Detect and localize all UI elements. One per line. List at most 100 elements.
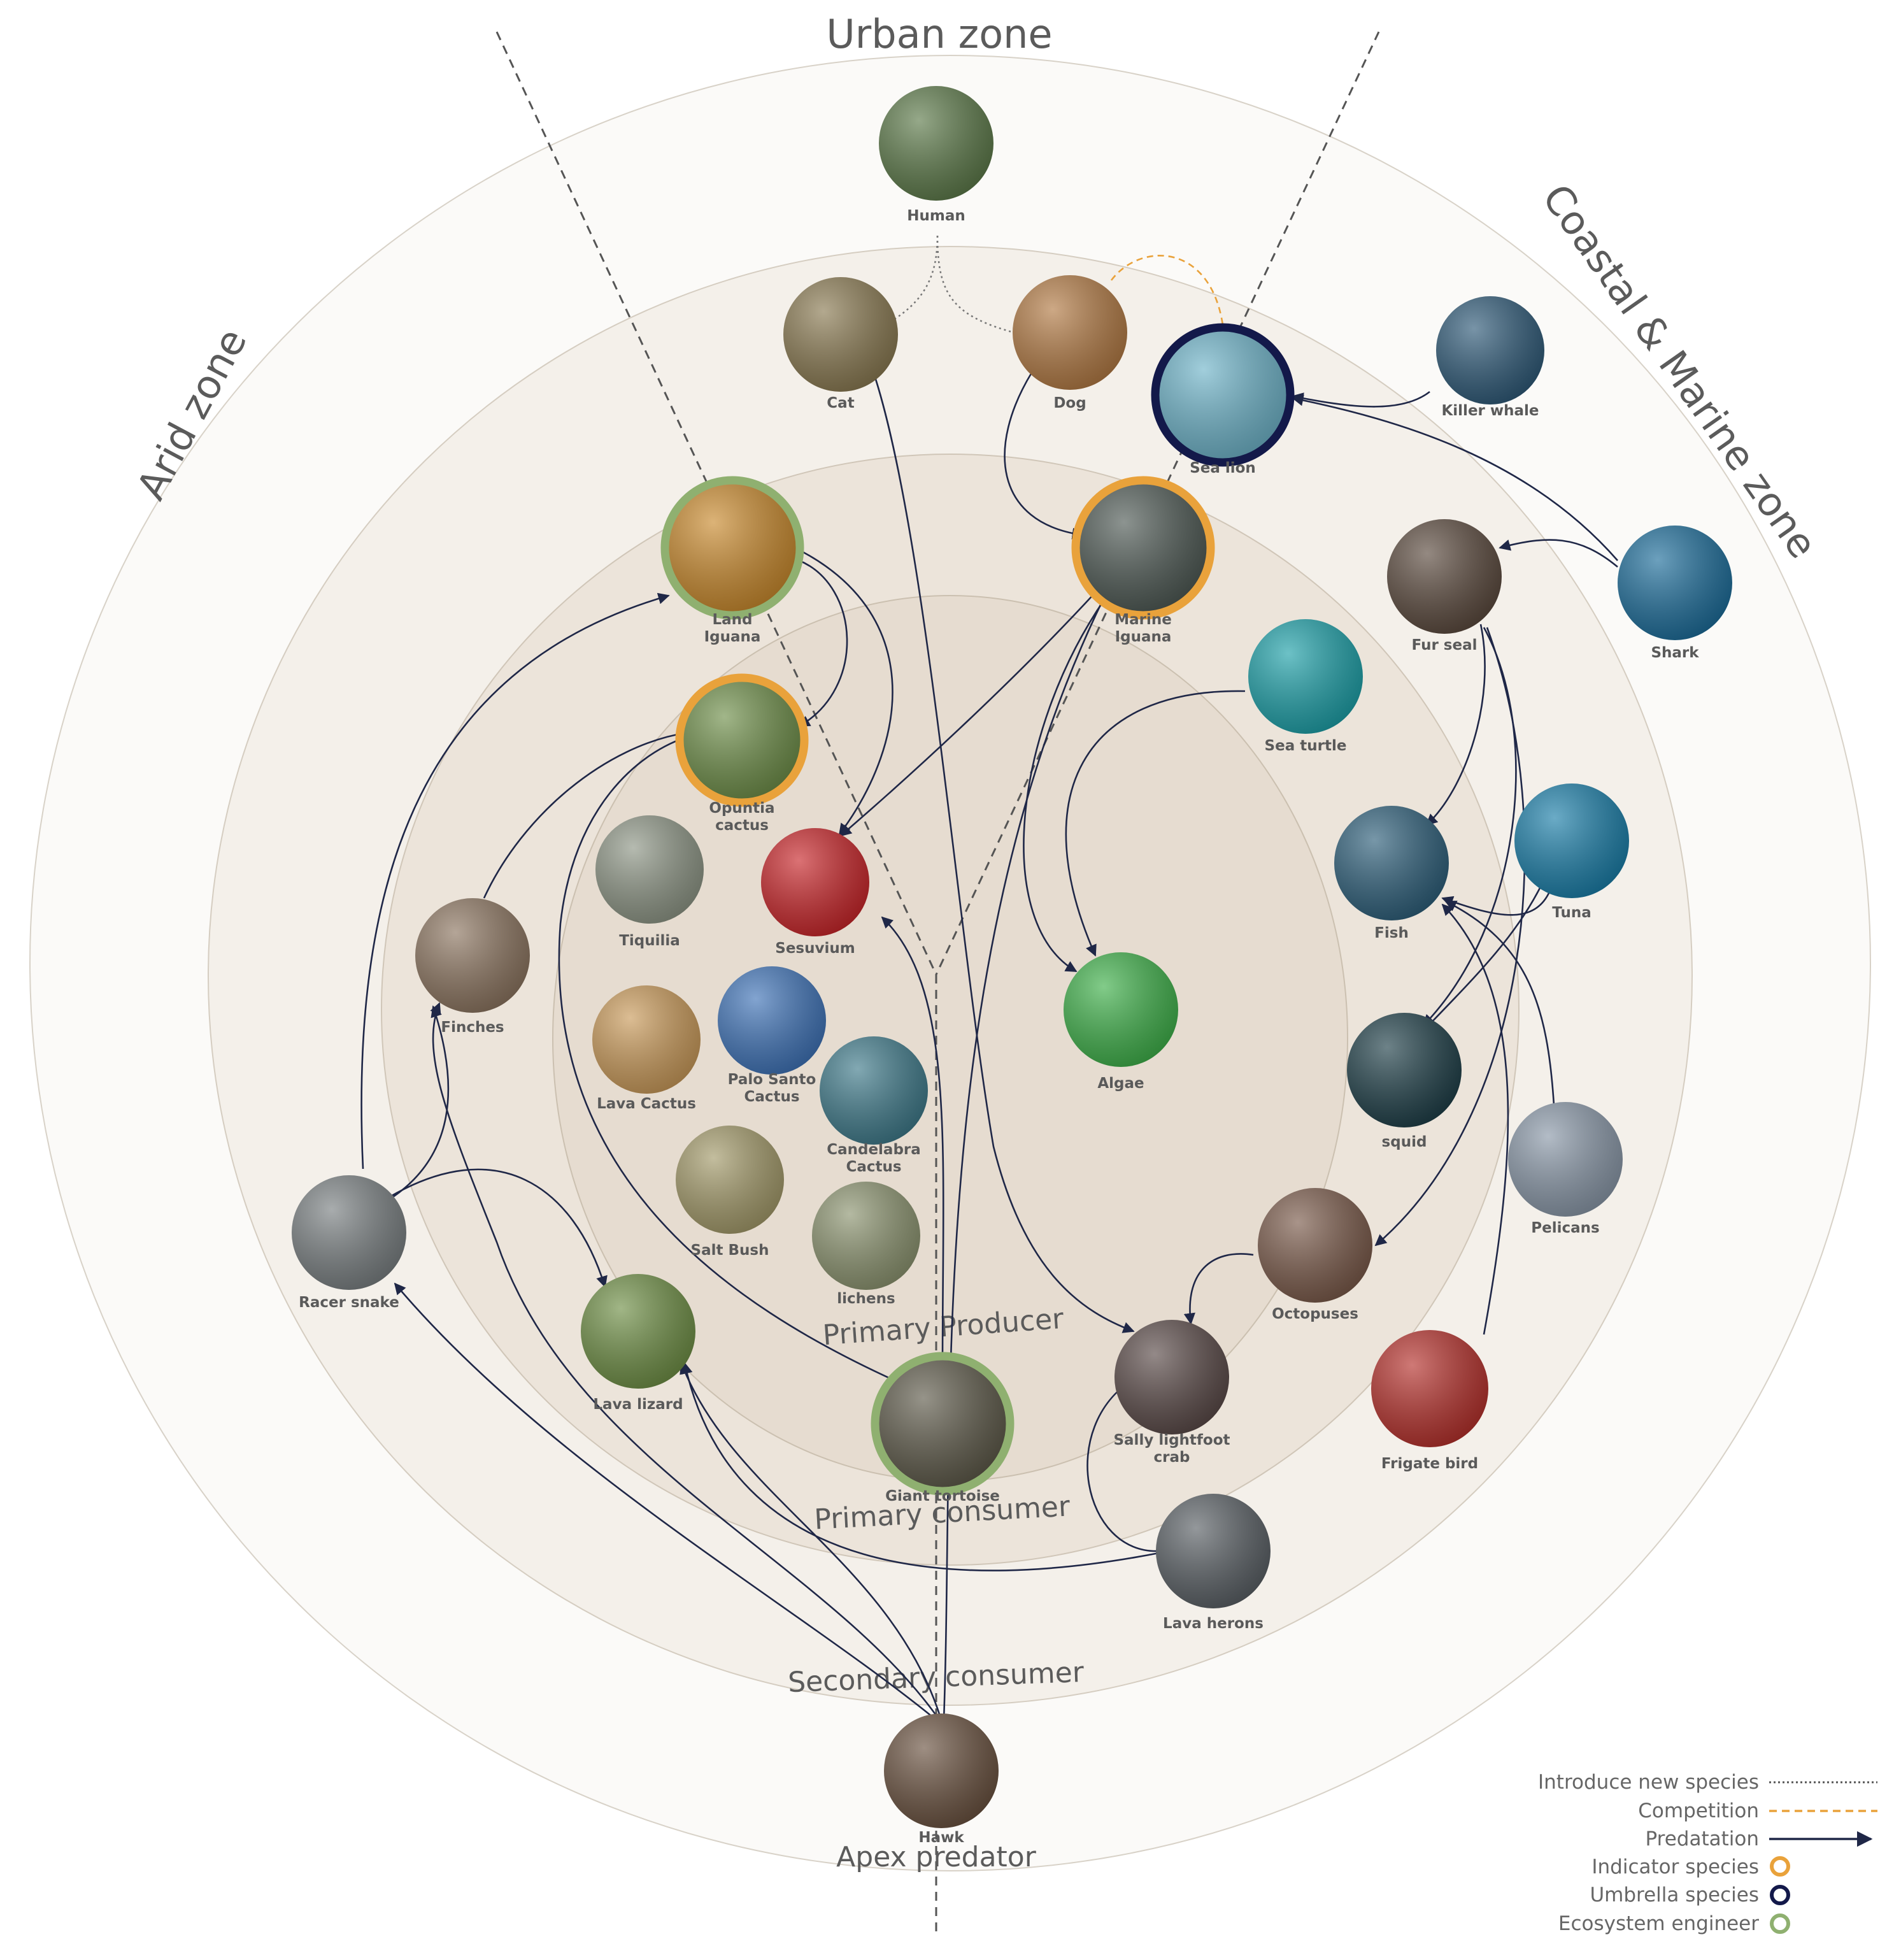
finches-photo-shade xyxy=(415,898,530,1013)
tuna-label: Tuna xyxy=(1552,905,1591,921)
fur-seal-photo-shade xyxy=(1387,519,1502,634)
frigate-eats-fish xyxy=(1441,903,1509,1335)
node-shark[interactable]: Shark xyxy=(1618,526,1732,661)
node-lichens[interactable]: lichens xyxy=(812,1182,920,1307)
lichens-photo-shade xyxy=(812,1182,920,1290)
marine-iguana-indicator-ring xyxy=(1071,476,1215,620)
node-finches[interactable]: Finches xyxy=(415,898,530,1036)
shark-eats-fur-seal xyxy=(1499,539,1618,568)
octopus-eats-crab xyxy=(1183,1253,1254,1325)
pelicans-photo-shade xyxy=(1508,1102,1623,1217)
fur-seal-eats-squid xyxy=(1422,627,1517,1027)
shark-photo-shade xyxy=(1618,526,1732,640)
giant-tortoise-photo-shade xyxy=(879,1360,1006,1487)
hawk-eats-marine-iguana xyxy=(943,582,1113,1720)
cat-label: Cat xyxy=(827,395,854,411)
legend-engineer-text: Ecosystem engineer xyxy=(1558,1912,1759,1935)
node-cat[interactable]: Cat xyxy=(783,277,898,411)
sea-turtle-eats-algae xyxy=(1065,690,1246,957)
killer-whale-photo-shade xyxy=(1436,296,1544,404)
dog-sea-lion-competition xyxy=(1110,255,1224,325)
introduce-links xyxy=(859,235,1029,339)
palo-santo-photo-shade xyxy=(718,966,826,1075)
node-killer-whale[interactable]: Killer whale xyxy=(1436,296,1544,419)
cat-photo-shade xyxy=(783,277,898,392)
pelicans-label: Pelicans xyxy=(1531,1220,1599,1236)
land-iguana-photo-shade xyxy=(669,484,796,612)
node-giant-tortoise[interactable]: Giant tortoise xyxy=(871,1352,1015,1505)
human-to-dog-link xyxy=(936,235,1029,338)
node-lava-lizard[interactable]: Lava lizard xyxy=(581,1274,695,1413)
lava-herons-label: Lava herons xyxy=(1163,1615,1264,1632)
node-human[interactable]: Human xyxy=(879,86,993,224)
marine-iguana-photo-shade xyxy=(1079,484,1207,612)
node-dog[interactable]: Dog xyxy=(1013,275,1127,411)
node-racer-snake[interactable]: Racer snake xyxy=(292,1175,406,1311)
node-tiquilia[interactable]: Tiquilia xyxy=(595,815,704,949)
racer-snake-eats-lava-lizard xyxy=(388,1168,608,1288)
giant-tortoise-eats-sesuvium xyxy=(881,916,944,1364)
node-algae[interactable]: Algae xyxy=(1064,952,1178,1092)
legend-introduce-text: Introduce new species xyxy=(1538,1771,1759,1794)
shark-label: Shark xyxy=(1651,645,1699,661)
sea-lion-umbrella-ring xyxy=(1151,323,1295,467)
tuna-eats-fish xyxy=(1441,878,1555,916)
lava-herons-photo-shade xyxy=(1156,1494,1271,1608)
node-pelicans[interactable]: Pelicans xyxy=(1508,1102,1623,1236)
node-sea-lion[interactable]: Sea lion xyxy=(1151,323,1295,476)
node-lava-herons[interactable]: Lava herons xyxy=(1156,1494,1271,1632)
node-tuna[interactable]: Tuna xyxy=(1514,783,1629,921)
lava-cactus-label: Lava Cactus xyxy=(597,1096,696,1112)
legend: Introduce new species Competition Predat… xyxy=(1538,1771,1877,1935)
candelabra-photo-shade xyxy=(820,1036,928,1145)
node-hawk[interactable]: Hawk xyxy=(884,1713,999,1846)
fur-seal-label: Fur seal xyxy=(1412,637,1477,654)
algae-label: Algae xyxy=(1097,1075,1144,1092)
legend-predation-text: Predatation xyxy=(1646,1828,1760,1850)
human-label: Human xyxy=(907,208,965,224)
hawk-photo-shade xyxy=(884,1713,999,1828)
sea-turtle-label: Sea turtle xyxy=(1265,738,1347,754)
lava-lizard-label: Lava lizard xyxy=(593,1396,683,1413)
legend-competition-text: Competition xyxy=(1638,1799,1759,1822)
node-sesuvium[interactable]: Sesuvium xyxy=(761,828,869,957)
octopuses-photo-shade xyxy=(1258,1188,1372,1303)
marine-iguana-eats-algae xyxy=(1023,598,1106,973)
node-frigate[interactable]: Frigate bird xyxy=(1371,1330,1488,1472)
node-fish[interactable]: Fish xyxy=(1334,806,1449,941)
trophic-rings xyxy=(29,55,1871,1871)
shark-eats-sea-lion xyxy=(1292,394,1618,561)
giant-tortoise-label: Giant tortoise xyxy=(885,1488,1000,1505)
sesuvium-photo-shade xyxy=(761,828,869,936)
pelicans-eat-fish xyxy=(1444,900,1555,1106)
node-squid[interactable]: squid xyxy=(1347,1013,1462,1150)
legend-indicator-text: Indicator species xyxy=(1591,1856,1759,1878)
salt-bush-label: Salt Bush xyxy=(691,1242,769,1259)
salt-bush-photo-shade xyxy=(676,1126,784,1234)
node-fur-seal[interactable]: Fur seal xyxy=(1387,519,1502,654)
hawk-label: Hawk xyxy=(918,1829,964,1846)
node-lava-cactus[interactable]: Lava Cactus xyxy=(592,985,701,1112)
lava-herons-eat-lava-lizard xyxy=(681,1362,1160,1571)
node-octopuses[interactable]: Octopuses xyxy=(1258,1188,1372,1322)
node-salt-bush[interactable]: Salt Bush xyxy=(676,1126,784,1259)
crab-photo-shade xyxy=(1114,1320,1229,1434)
fish-label: Fish xyxy=(1374,925,1409,941)
finches-label: Finches xyxy=(441,1019,504,1036)
racer-snake-label: Racer snake xyxy=(299,1294,399,1311)
legend-umbrella-ring xyxy=(1770,1885,1790,1905)
opuntia-photo-shade xyxy=(683,682,801,799)
node-sea-turtle[interactable]: Sea turtle xyxy=(1248,619,1363,754)
lichens-label: lichens xyxy=(837,1291,895,1307)
urban-zone-title: Urban zone xyxy=(826,11,1052,57)
